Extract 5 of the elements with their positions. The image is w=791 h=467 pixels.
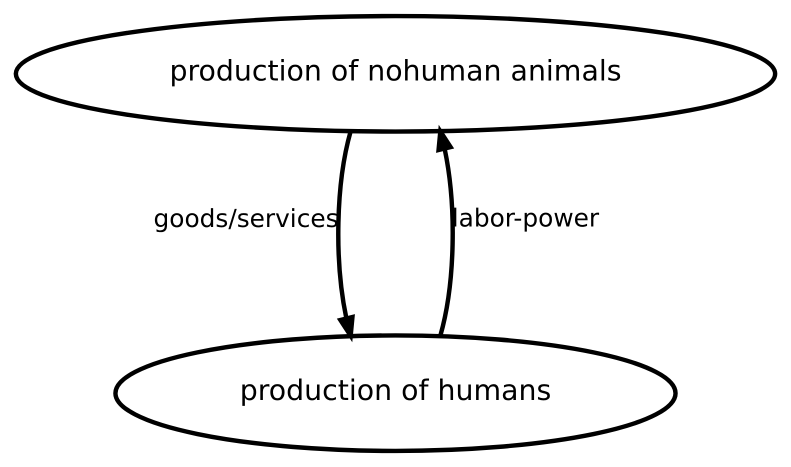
- arrow: [336, 130, 355, 342]
- node-ellipse: production of humans: [113, 333, 678, 454]
- arrow: [436, 124, 455, 336]
- edge-label: goods/services: [154, 204, 339, 233]
- node-ellipse: production of nohuman animals: [14, 14, 778, 134]
